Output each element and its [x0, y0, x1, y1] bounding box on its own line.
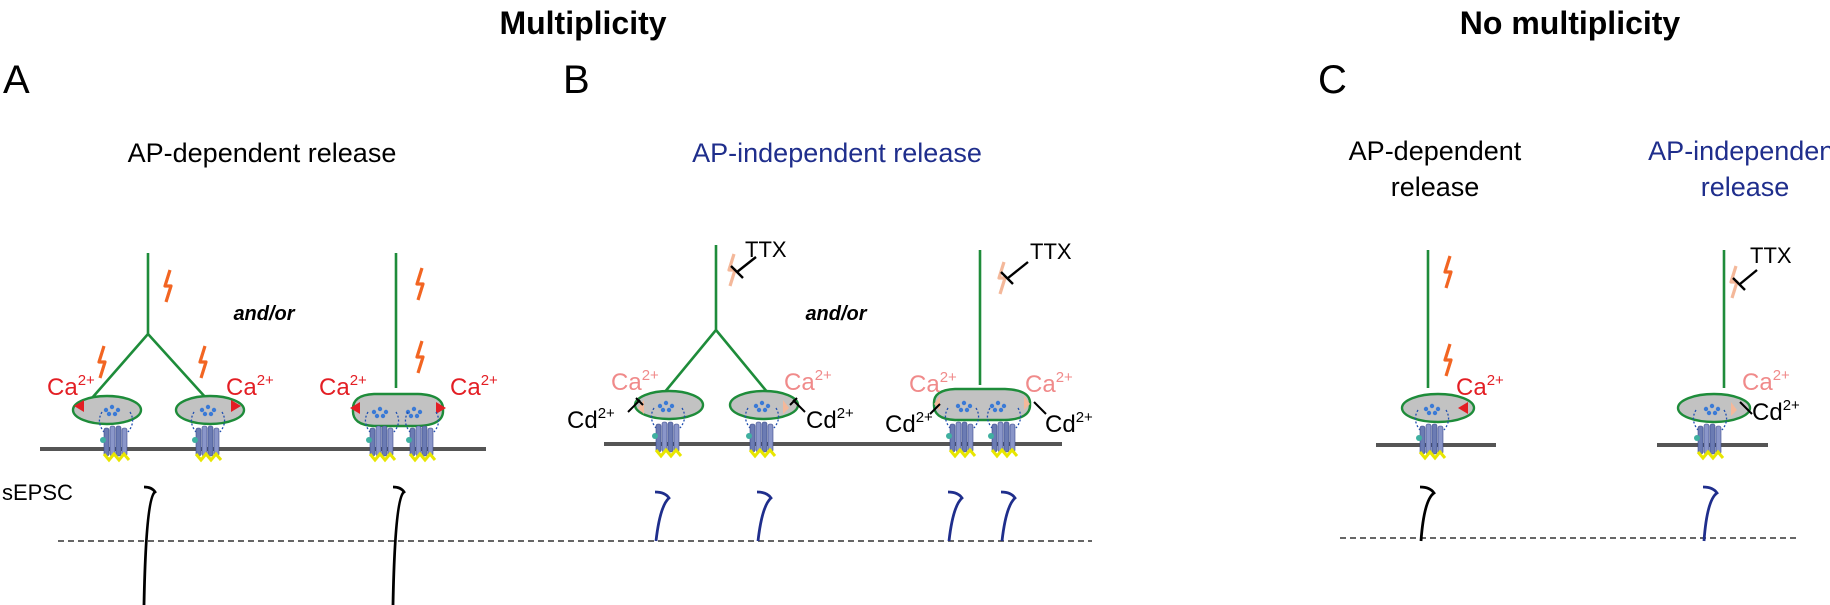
panel-c-title-right-1: AP-independent: [1648, 136, 1830, 166]
panel-a-branching-neuron: [71, 253, 246, 462]
panel-a-title: AP-dependent release: [128, 138, 397, 168]
panel-a-ca-pair-left: Ca2+: [319, 372, 367, 401]
panel-b-title: AP-independent release: [692, 138, 982, 168]
trace-label: sEPSC: [2, 480, 73, 505]
panel-letter-c: C: [1318, 58, 1347, 102]
panel-b-ttx-2: TTX: [1030, 239, 1072, 264]
panel-b-branching-neuron: [627, 245, 806, 458]
panel-c-title-left-1: AP-dependent: [1349, 136, 1522, 166]
panel-a-ca-right: Ca2+: [226, 372, 274, 401]
panel-b-cd-left: Cd2+: [567, 405, 615, 434]
panel-a-ca-left: Ca2+: [47, 372, 95, 401]
panel-b-cd-pair-right: Cd2+: [1045, 409, 1093, 438]
panel-a-connector: and/or: [233, 303, 295, 325]
panel-c-cd-right: Cd2+: [1752, 397, 1800, 426]
panel-b-cd-pair-left: Cd2+: [885, 409, 933, 438]
panel-b-ca-pair-left: Ca2+: [909, 369, 957, 398]
panel-b-connector: and/or: [805, 303, 867, 325]
panel-a-single-axon-neuron: [350, 253, 446, 462]
panel-b-trace-4: [1000, 490, 1017, 542]
panel-a-ca-pair-right: Ca2+: [450, 372, 498, 401]
panel-c-ttx: TTX: [1750, 243, 1792, 268]
panel-letter-b: B: [563, 58, 590, 102]
panel-c-ca-left: Ca2+: [1456, 372, 1504, 401]
panel-c-trace-1: [1419, 485, 1436, 542]
header-no-multiplicity: No multiplicity: [1460, 5, 1681, 41]
panel-b-trace-2: [756, 490, 773, 542]
panel-a-trace-1: [142, 485, 157, 605]
panel-b-ca-right: Ca2+: [784, 367, 832, 396]
panel-b-trace-1: [654, 490, 671, 542]
panel-c-ca-right: Ca2+: [1742, 367, 1790, 396]
panel-b-ca-pair-right: Ca2+: [1025, 369, 1073, 398]
panel-b-trace-3: [947, 490, 964, 542]
panel-letter-a: A: [3, 58, 30, 102]
panel-c-title-right-2: release: [1701, 172, 1790, 202]
panel-a-trace-2: [391, 485, 406, 605]
panel-c-title-left-2: release: [1391, 172, 1480, 202]
panel-b-cd-right: Cd2+: [806, 405, 854, 434]
panel-c-ap-independent-neuron: [1676, 250, 1758, 460]
panel-c-trace-2: [1702, 485, 1719, 542]
panel-b-ca-left: Ca2+: [611, 367, 659, 396]
panel-b-single-axon-neuron: [929, 250, 1047, 458]
panel-b-ttx-1: TTX: [745, 237, 787, 262]
panel-c-ap-dependent-neuron: [1400, 250, 1476, 460]
header-multiplicity: Multiplicity: [499, 5, 666, 41]
